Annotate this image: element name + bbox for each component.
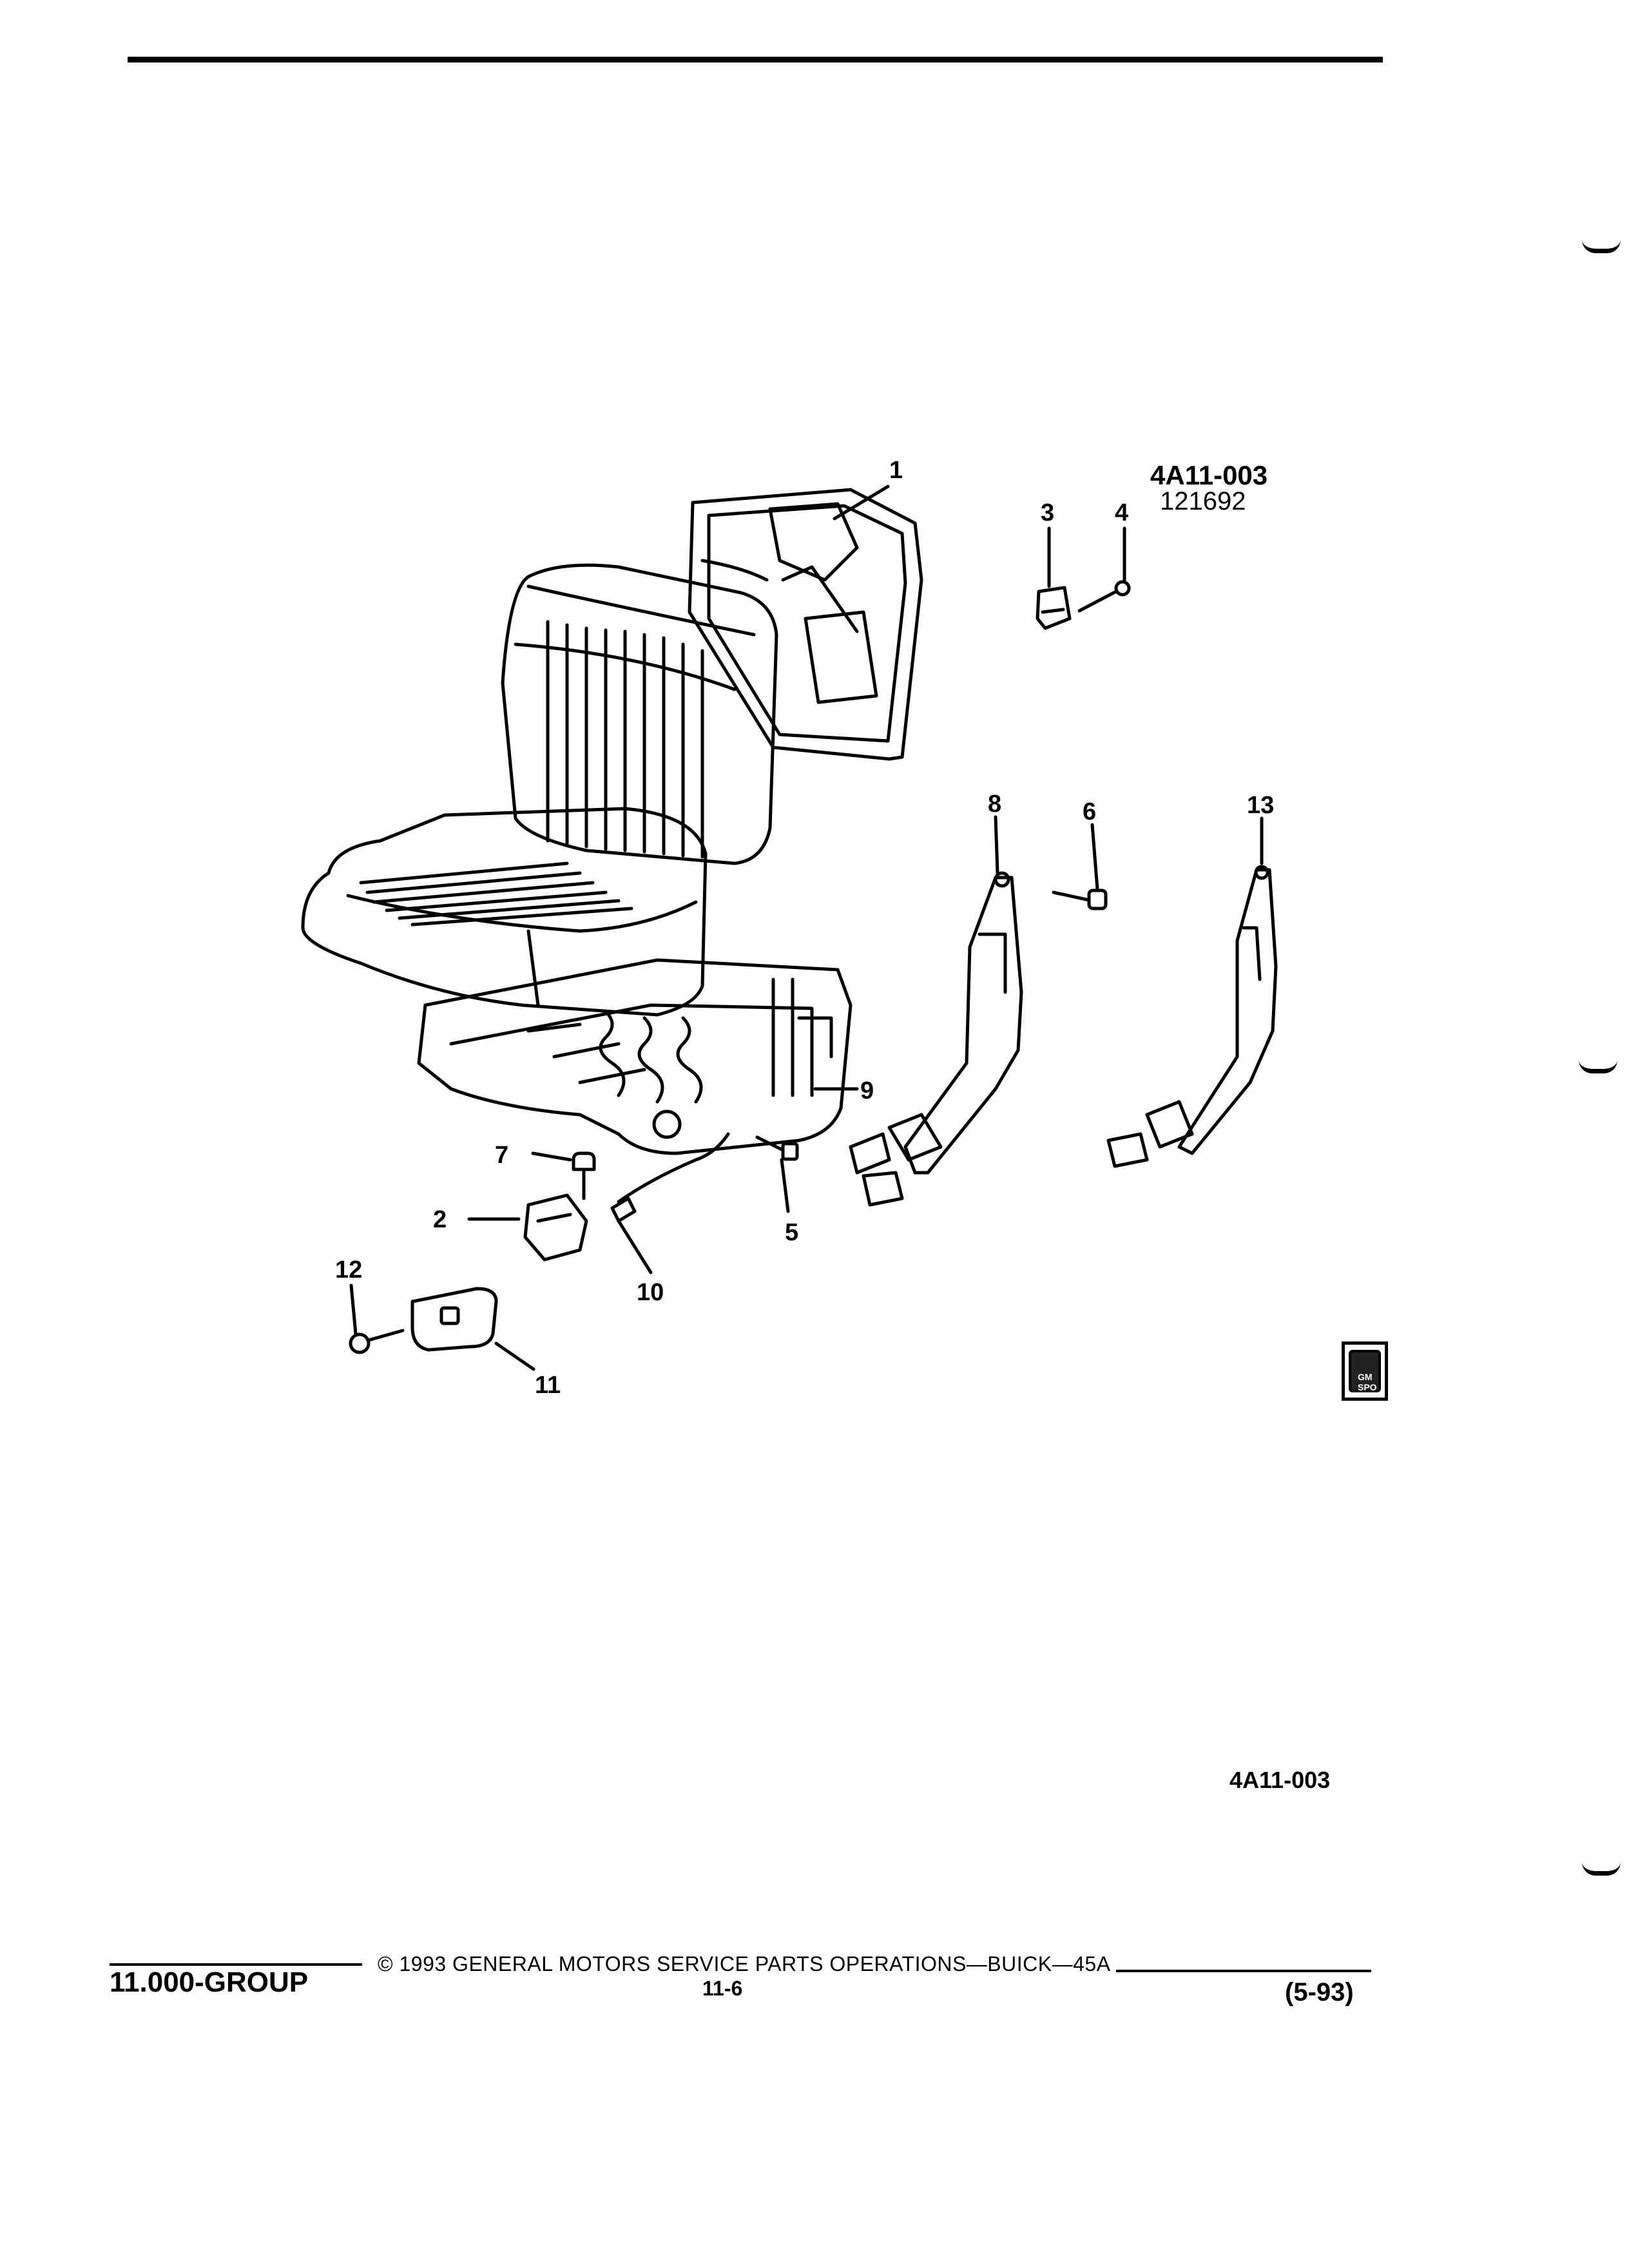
seat-cushion <box>301 807 708 1017</box>
callout-5: 5 <box>785 1219 798 1246</box>
leader-8 <box>994 815 999 875</box>
latch-cover-part <box>1036 586 1072 630</box>
leader-12 <box>349 1283 358 1336</box>
leader-1 <box>833 485 890 521</box>
margin-tick <box>1582 1862 1621 1876</box>
recliner-hinge-13 <box>1106 865 1278 1168</box>
wiring-10 <box>610 1132 730 1223</box>
callout-2: 2 <box>433 1206 447 1233</box>
callout-1: 1 <box>889 457 903 484</box>
footer-date: (5-93) <box>1285 1978 1354 2006</box>
footer-copyright: © 1993 GENERAL MOTORS SERVICE PARTS OPER… <box>378 1952 1111 1975</box>
leader-11 <box>494 1341 535 1371</box>
trim-cover-11 <box>410 1287 498 1352</box>
callout-6: 6 <box>1083 798 1096 825</box>
bracket-2 <box>523 1193 588 1262</box>
callout-3: 3 <box>1041 499 1054 526</box>
nut-7 <box>572 1151 596 1200</box>
callout-13: 13 <box>1247 792 1274 819</box>
footer-rule-right <box>1116 1970 1371 1972</box>
figure-code-bottom: 4A11-003 <box>1229 1767 1331 1793</box>
seat-frame <box>417 958 853 1155</box>
margin-tick <box>1579 1060 1617 1073</box>
seat-back-panel <box>688 488 923 761</box>
leader-7 <box>531 1151 572 1162</box>
callout-8: 8 <box>988 791 1001 818</box>
footer-rule-left <box>110 1963 362 1966</box>
callout-10: 10 <box>637 1279 664 1306</box>
margin-tick <box>1582 240 1621 253</box>
recliner-hinge-8 <box>849 871 1023 1207</box>
callout-11: 11 <box>535 1372 561 1399</box>
footer-group: 11.000-GROUP <box>110 1966 309 1998</box>
top-rule <box>128 57 1383 62</box>
seat-back-cushion <box>501 563 778 865</box>
bolt-5 <box>755 1135 799 1161</box>
leader-5 <box>780 1158 790 1213</box>
figure-ref-top: 4A11-003 <box>1150 460 1268 490</box>
leader-6 <box>1090 823 1099 891</box>
bolt-part <box>1052 889 1108 910</box>
figure-date-code: 121692 <box>1160 487 1246 515</box>
callout-7: 7 <box>495 1142 508 1169</box>
gm-spo-logo: GM SPO <box>1342 1341 1388 1401</box>
footer-page-number: 11-6 <box>702 1977 743 2000</box>
gm-spo-logo-text: GM SPO <box>1358 1372 1377 1392</box>
callout-9: 9 <box>860 1077 874 1104</box>
leader-10 <box>617 1219 653 1274</box>
callout-4: 4 <box>1115 499 1128 526</box>
screw-12 <box>349 1329 405 1354</box>
callout-12: 12 <box>335 1256 362 1283</box>
screw-part <box>1077 580 1131 613</box>
